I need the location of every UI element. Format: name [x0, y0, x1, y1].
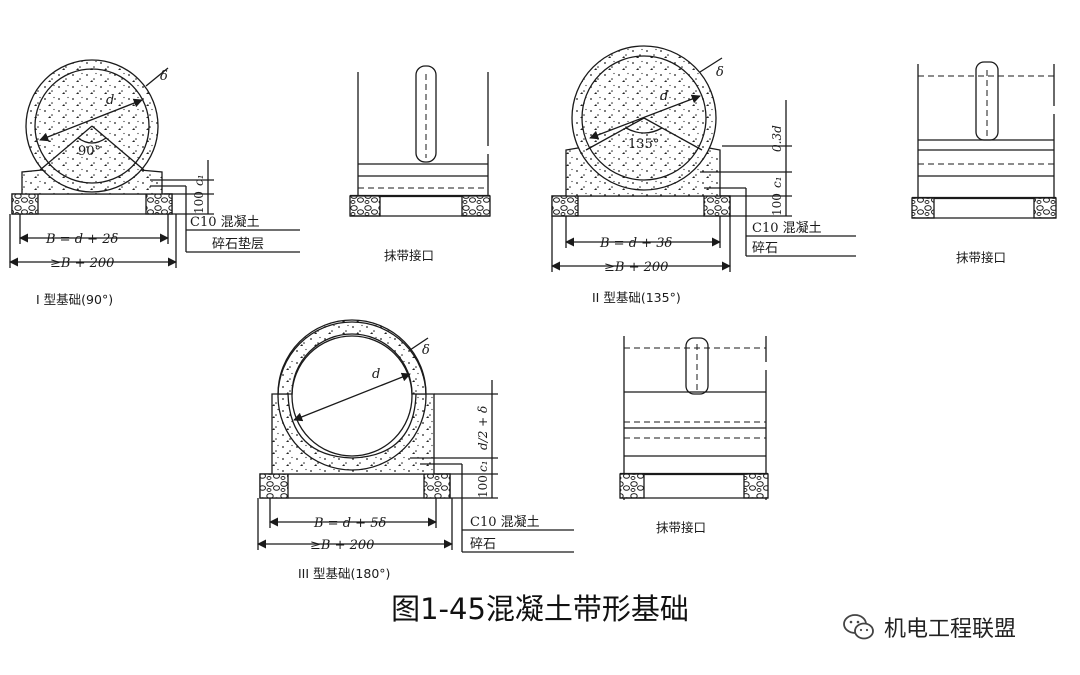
fig1-c1-label: c₁ [192, 174, 206, 186]
fig2-band-joint-label: 抹带接口 [956, 250, 1006, 265]
fig3-delta-label: δ [422, 343, 430, 358]
fig2-width-label: B = d + 3δ [599, 236, 672, 251]
fig2-title: II 型基础(135°) [592, 290, 681, 305]
fig2-angle-label: 135° [628, 137, 659, 152]
fig3-type-iii-section: δ d d/2 + δ c₁ 100 C10 混凝土 碎石 B = d + 5δ… [257, 319, 574, 581]
fig1-delta-label: δ [160, 69, 168, 84]
fig1-c10-label: C10 混凝土 [190, 214, 260, 230]
fig2-c10-label: C10 混凝土 [752, 220, 822, 236]
fig2-100-label: 100 [770, 193, 784, 216]
fig1-100-label: 100 [192, 191, 206, 214]
fig3-d-label: d [372, 367, 380, 382]
fig1-angle-label: 90° [78, 144, 101, 159]
watermark: 机电工程联盟 [842, 612, 1016, 642]
fig3-half-d-label: d/2 + δ [476, 406, 490, 450]
fig2-03d-label: 0.3d [770, 125, 784, 152]
fig1-min-width-label: ≥B + 200 [50, 256, 114, 271]
fig1-d-label: d [106, 93, 114, 108]
fig3-c10-label: C10 混凝土 [470, 514, 540, 530]
fig1-band-joint-label: 抹带接口 [384, 248, 434, 263]
fig3-100-label: 100 [476, 475, 490, 498]
fig2-type-ii-section: δ d 135° 0.3d c₁ 100 C10 混凝土 碎石 B = d + … [551, 45, 856, 305]
fig3-band-joint-label: 抹带接口 [656, 520, 706, 535]
wechat-icon [843, 614, 874, 640]
fig2-d-label: d [660, 89, 668, 104]
fig2-c1-label: c₁ [770, 176, 784, 188]
watermark-text: 机电工程联盟 [884, 617, 1017, 642]
fig3-band-joint-view: 抹带接口 [619, 336, 769, 535]
fig2-min-width-label: ≥B + 200 [604, 260, 668, 275]
fig1-width-label: B = d + 2δ [45, 232, 118, 247]
fig3-c1-label: c₁ [476, 460, 490, 472]
fig3-min-width-label: ≥B + 200 [310, 538, 374, 553]
fig1-type-i-section: δ d 90° c₁ 100 C10 混凝土 碎石垫层 B = d + 2δ ≥… [9, 59, 300, 307]
fig3-title: III 型基础(180°) [298, 566, 390, 581]
fig2-gravel-label: 碎石 [752, 241, 778, 256]
fig1-band-joint-view: 抹带接口 [349, 65, 491, 263]
fig2-band-joint-view: 抹带接口 [911, 61, 1057, 265]
fig3-width-label: B = d + 5δ [313, 516, 386, 531]
fig1-title: I 型基础(90°) [36, 292, 113, 307]
figure-caption: 图1-45混凝土带形基础 [391, 592, 689, 626]
fig3-gravel-label: 碎石 [470, 537, 496, 552]
fig1-gravel-cushion-label: 碎石垫层 [212, 236, 264, 252]
fig2-delta-label: δ [716, 65, 724, 80]
